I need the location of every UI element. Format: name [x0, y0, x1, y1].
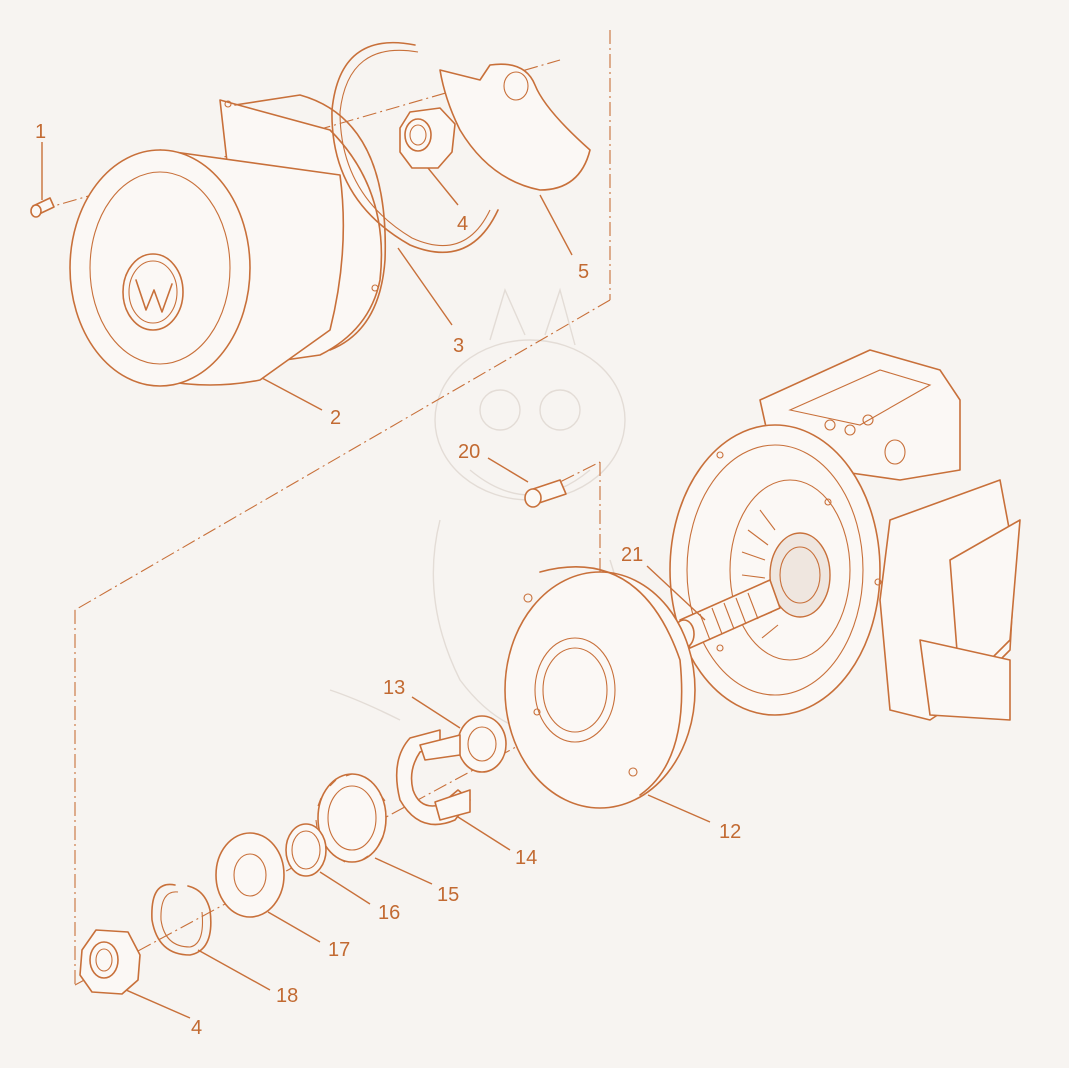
callout-13: 13 — [383, 677, 405, 699]
callout-17: 17 — [328, 939, 350, 961]
motor-body — [669, 349, 1021, 721]
callout-20: 20 — [458, 441, 480, 463]
part-13-spacer — [457, 715, 507, 773]
part-15-thrust-washer — [315, 773, 387, 863]
part-3-retaining-ring — [331, 41, 499, 254]
part-4-hex-nut-lower — [79, 929, 141, 995]
callout-16: 16 — [378, 902, 400, 924]
part-20-screw — [524, 479, 567, 508]
callout-14: 14 — [515, 847, 537, 869]
callout-2: 2 — [330, 407, 341, 429]
part-4-hex-nut-upper — [399, 107, 456, 169]
part-2-cover — [69, 94, 387, 387]
callout-12: 12 — [719, 821, 741, 843]
callout-18: 18 — [276, 985, 298, 1007]
part-17-washer — [215, 832, 285, 918]
w-logo-icon — [122, 253, 184, 331]
callout-21: 21 — [621, 544, 643, 566]
callout-4-upper: 4 — [457, 213, 468, 235]
part-12-end-plate — [504, 566, 696, 809]
callouts: 1 2 3 4 5 20 21 12 13 14 15 16 17 18 4 — [35, 121, 741, 1039]
leader-lines — [41, 142, 711, 1019]
part-5-cam-plate — [439, 63, 591, 191]
callout-1: 1 — [35, 121, 46, 143]
callout-4-lower: 4 — [191, 1017, 202, 1039]
part-16-ring — [285, 823, 327, 877]
callout-5: 5 — [578, 261, 589, 283]
part-1-cap-screw — [30, 197, 55, 218]
part-14-bearing-cage — [395, 729, 471, 826]
callout-15: 15 — [437, 884, 459, 906]
callout-3: 3 — [453, 335, 464, 357]
part-18-snap-ring — [151, 883, 212, 956]
